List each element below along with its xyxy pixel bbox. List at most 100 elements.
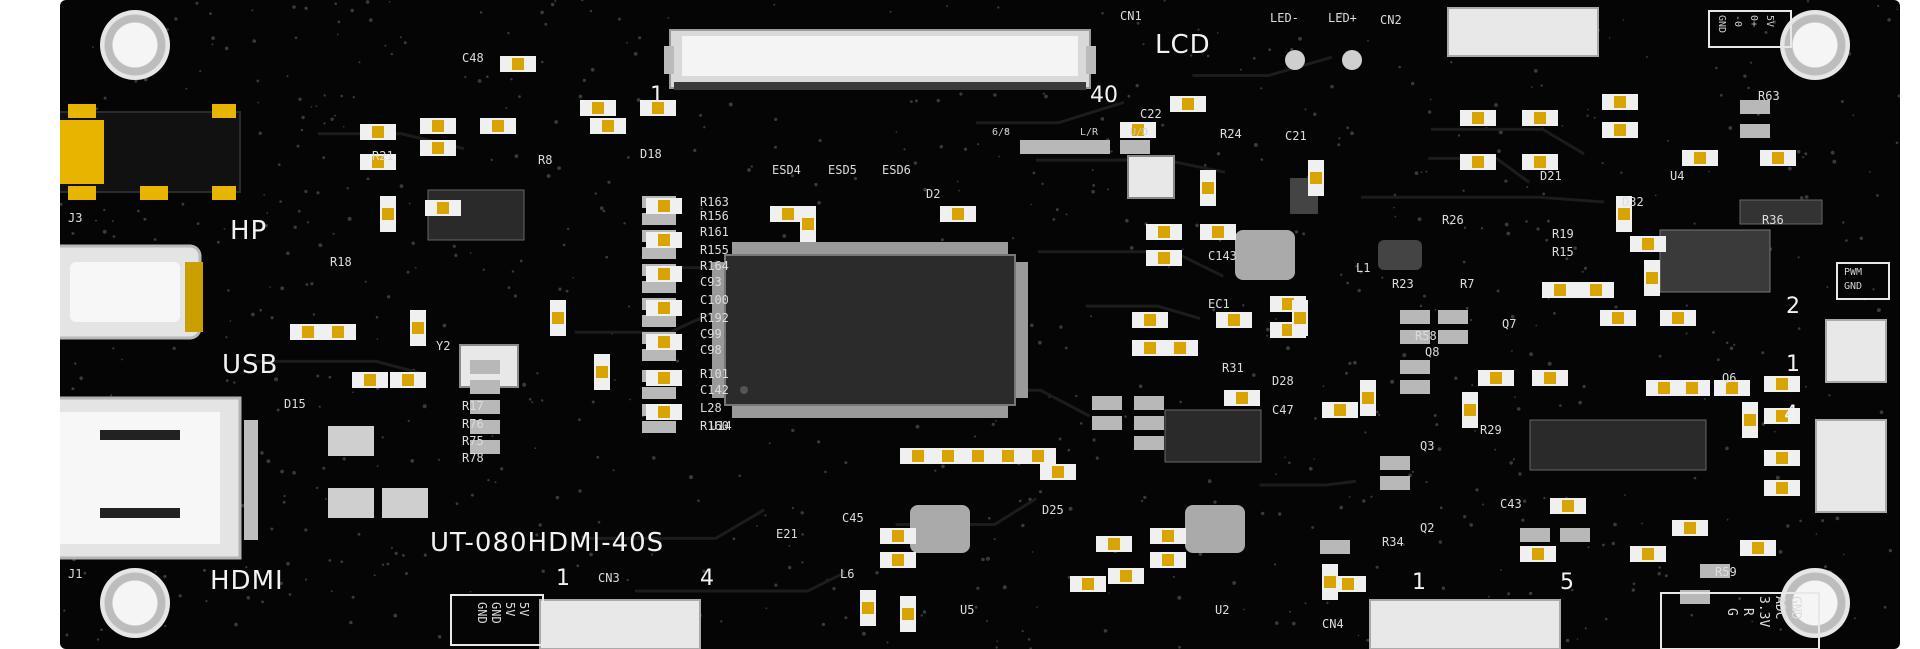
mounting-hole-top-left xyxy=(100,10,170,80)
cn3-pin-1: 1 xyxy=(556,566,570,591)
ref-d21: D21 xyxy=(1540,169,1562,183)
ref-d15: D15 xyxy=(284,397,306,411)
led-component xyxy=(1127,155,1175,199)
blh-2: GND xyxy=(489,602,503,624)
ref-r31: R31 xyxy=(1222,361,1244,375)
usb-label: USB xyxy=(222,350,279,380)
lcd-pin-1: 1 xyxy=(650,83,664,108)
ref-led-plus: LED+ xyxy=(1328,11,1357,25)
ref-q8: Q8 xyxy=(1425,345,1440,359)
bottom-right-header-box: GND ADC 3.3V R G xyxy=(1660,592,1820,649)
hdmi-label: HDMI xyxy=(210,566,284,596)
right-4pin-connector xyxy=(1815,419,1887,513)
right-pin-4: 4 xyxy=(1784,402,1798,427)
rc-0: R163 xyxy=(700,195,729,209)
ref-d25: D25 xyxy=(1042,503,1064,517)
blh-1: 5V xyxy=(503,602,517,617)
ref-e21: E21 xyxy=(776,527,798,541)
brh-2: 3.3V xyxy=(1756,596,1771,628)
brh-0: GND xyxy=(1788,596,1803,620)
blh-3: GND xyxy=(475,602,489,624)
mounting-hole-bottom-left xyxy=(100,568,170,638)
model-label: UT-080HDMI-40S xyxy=(430,528,665,558)
ref-d18: D18 xyxy=(640,147,662,161)
ref-r15: R15 xyxy=(1552,245,1574,259)
ref-r63: R63 xyxy=(1758,89,1780,103)
inductor-bottom-right xyxy=(1185,505,1245,553)
ref-cn4: CN4 xyxy=(1322,617,1344,631)
esd-chip-1 xyxy=(328,426,374,456)
rc-8: C99 xyxy=(700,327,722,341)
hp-label: HP xyxy=(230,216,268,246)
pwm-0: PWM xyxy=(1844,267,1863,278)
ref-u5: U5 xyxy=(960,603,975,617)
top-label-lr: L/R xyxy=(1080,127,1099,138)
rc-9: C98 xyxy=(700,343,722,357)
bottom-left-header-box: 5V 5V GND GND xyxy=(450,594,544,646)
ref-q3: Q3 xyxy=(1420,439,1435,453)
rc2-2: L28 xyxy=(700,401,722,415)
passive-components xyxy=(290,56,1800,632)
ref-r19: R19 xyxy=(1552,227,1574,241)
ref-c48: C48 xyxy=(462,51,484,65)
main-processor xyxy=(712,242,1028,418)
top-label-68: 6/8 xyxy=(992,127,1011,138)
right-2pin-connector xyxy=(1825,319,1887,383)
ref-cn3: CN3 xyxy=(598,571,620,585)
power-module-right xyxy=(1659,229,1771,293)
rc-2: R161 xyxy=(700,225,729,239)
pwm-1: GND xyxy=(1844,281,1863,292)
ref-c21: C21 xyxy=(1285,129,1307,143)
cn3-pin-4: 4 xyxy=(700,566,714,591)
blh-0: 5V xyxy=(517,602,531,617)
ref-r21: R21 xyxy=(372,149,394,163)
inductor-bottom-left xyxy=(910,505,970,553)
trh-3: 5V xyxy=(1764,15,1775,28)
ref-cn1: CN1 xyxy=(1120,9,1142,23)
lcd-label: LCD xyxy=(1155,30,1211,60)
ref-c47: C47 xyxy=(1272,403,1294,417)
hdmi-connector xyxy=(60,396,258,560)
mounting-hole-bottom-right xyxy=(1780,568,1850,638)
ref-j3: J3 xyxy=(68,211,83,225)
trh-2: 0+ xyxy=(1748,15,1759,28)
ref-esd5: ESD5 xyxy=(828,163,857,177)
ref-q7: Q7 xyxy=(1502,317,1517,331)
ref-esd4: ESD4 xyxy=(772,163,801,177)
ref-esd6: ESD6 xyxy=(882,163,911,177)
ref-d28: D28 xyxy=(1272,374,1294,388)
qfn-chip-l1 xyxy=(1378,240,1422,270)
esd-chip-2 xyxy=(328,488,374,518)
right-pin-2: 2 xyxy=(1786,294,1800,319)
ref-r78: R78 xyxy=(462,451,484,465)
ref-cn2: CN2 xyxy=(1380,13,1402,27)
lcd-fpc-connector xyxy=(664,29,1096,90)
soic-chip-center xyxy=(1164,409,1262,463)
lcd-pin-40: 40 xyxy=(1090,83,1118,108)
ref-y2: Y2 xyxy=(436,339,451,353)
ref-u14: U14 xyxy=(710,419,732,433)
rc-3: R155 xyxy=(700,243,729,257)
ref-led-minus: LED- xyxy=(1270,11,1299,25)
ref-r7: R7 xyxy=(1460,277,1475,291)
ref-r23: R23 xyxy=(1392,277,1414,291)
rc-4: R164 xyxy=(700,259,729,273)
pwm-header-box: PWM GND xyxy=(1836,262,1890,300)
trh-0: GND xyxy=(1716,15,1727,34)
ref-r29: R29 xyxy=(1480,423,1502,437)
ref-r75: R75 xyxy=(462,434,484,448)
ref-c22: C22 xyxy=(1140,107,1162,121)
ref-d2: D2 xyxy=(926,187,941,201)
cn2-connector xyxy=(1447,7,1599,57)
ref-q6: Q6 xyxy=(1722,371,1737,385)
ref-u2: U2 xyxy=(1215,603,1230,617)
ref-r18: R18 xyxy=(330,255,352,269)
ref-c45: C45 xyxy=(842,511,864,525)
ref-r58: R58 xyxy=(1415,329,1437,343)
top-label-ud: U/D xyxy=(1130,127,1149,138)
ref-r34: R34 xyxy=(1382,535,1404,549)
soic-chip-right xyxy=(1529,419,1707,471)
esd-chip-3 xyxy=(382,488,428,518)
ref-d32: D32 xyxy=(1622,195,1644,209)
components-layer xyxy=(60,7,1887,649)
